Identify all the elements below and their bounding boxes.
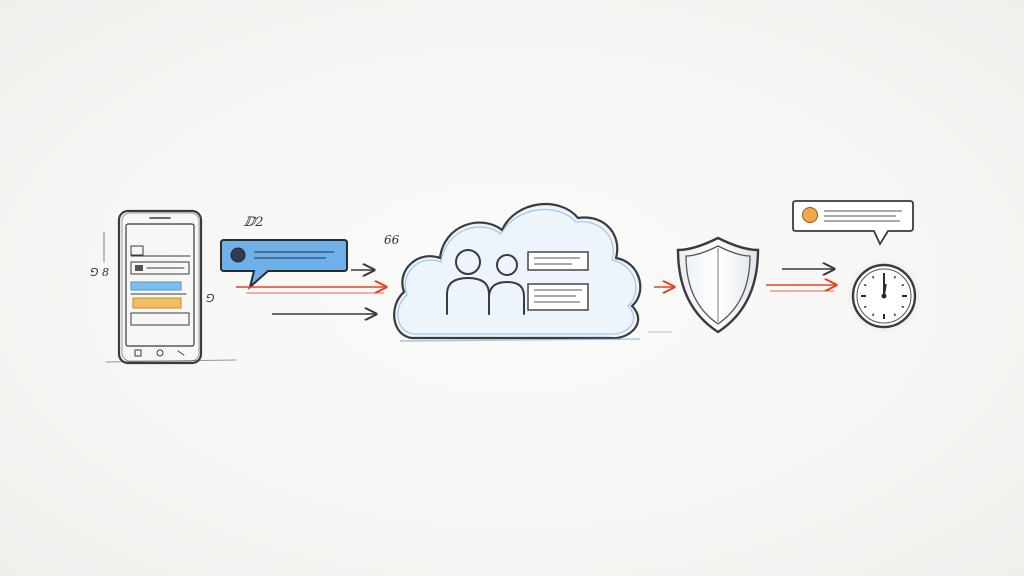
scribble-note-phone-left: ⅁ 8 [90, 266, 109, 279]
arrows-phone-to-cloud [236, 270, 386, 314]
clock-tick [863, 305, 867, 309]
chat-bubble-icon [220, 239, 348, 290]
clock-tick [901, 305, 905, 309]
notification-bubble-icon [792, 200, 914, 246]
clock-tick [871, 275, 875, 279]
clock-tick [893, 313, 897, 317]
clock-tick [893, 275, 897, 279]
scribble-note-phone-right: ⅁ [206, 292, 215, 305]
clock-icon [848, 260, 920, 332]
clock-tick [871, 313, 875, 317]
arrows-shield-to-clock [766, 269, 836, 292]
cloud-data-panels [527, 251, 589, 311]
users-icon [446, 249, 525, 315]
shield-icon [676, 236, 760, 334]
scribble-note-cloud: 66 [384, 233, 400, 247]
smartphone-icon [103, 209, 237, 365]
cloud-icon [393, 203, 642, 342]
phone-screen-content [130, 245, 191, 357]
clock-tick [863, 283, 867, 287]
scribble-note-phone-top: ⅅ2 [243, 215, 264, 230]
clock-tick [901, 283, 905, 287]
